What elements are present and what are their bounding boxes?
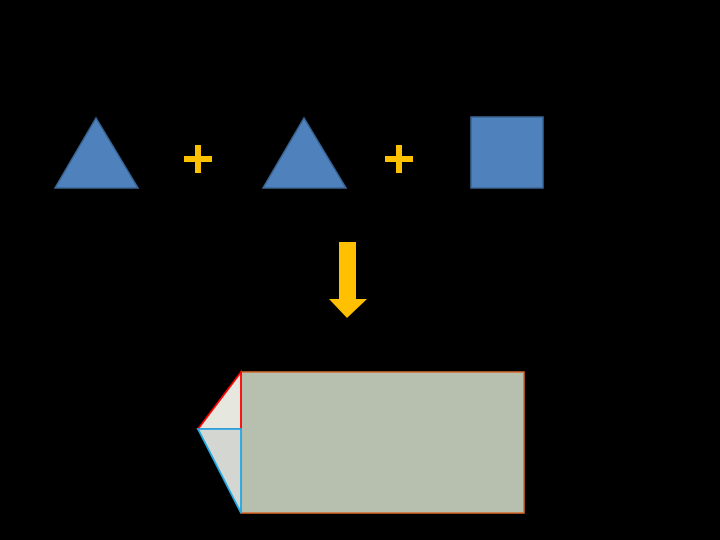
plus-icon-2 bbox=[385, 145, 413, 173]
result-upper-triangle bbox=[196, 369, 242, 430]
triangle-shape-2 bbox=[261, 116, 348, 189]
square-shape bbox=[470, 116, 544, 189]
triangle-shape-1 bbox=[53, 116, 140, 189]
plus-icon-1 bbox=[184, 145, 212, 173]
result-rectangle bbox=[240, 371, 525, 514]
result-lower-triangle bbox=[196, 428, 242, 514]
down-arrow-icon bbox=[329, 242, 367, 318]
